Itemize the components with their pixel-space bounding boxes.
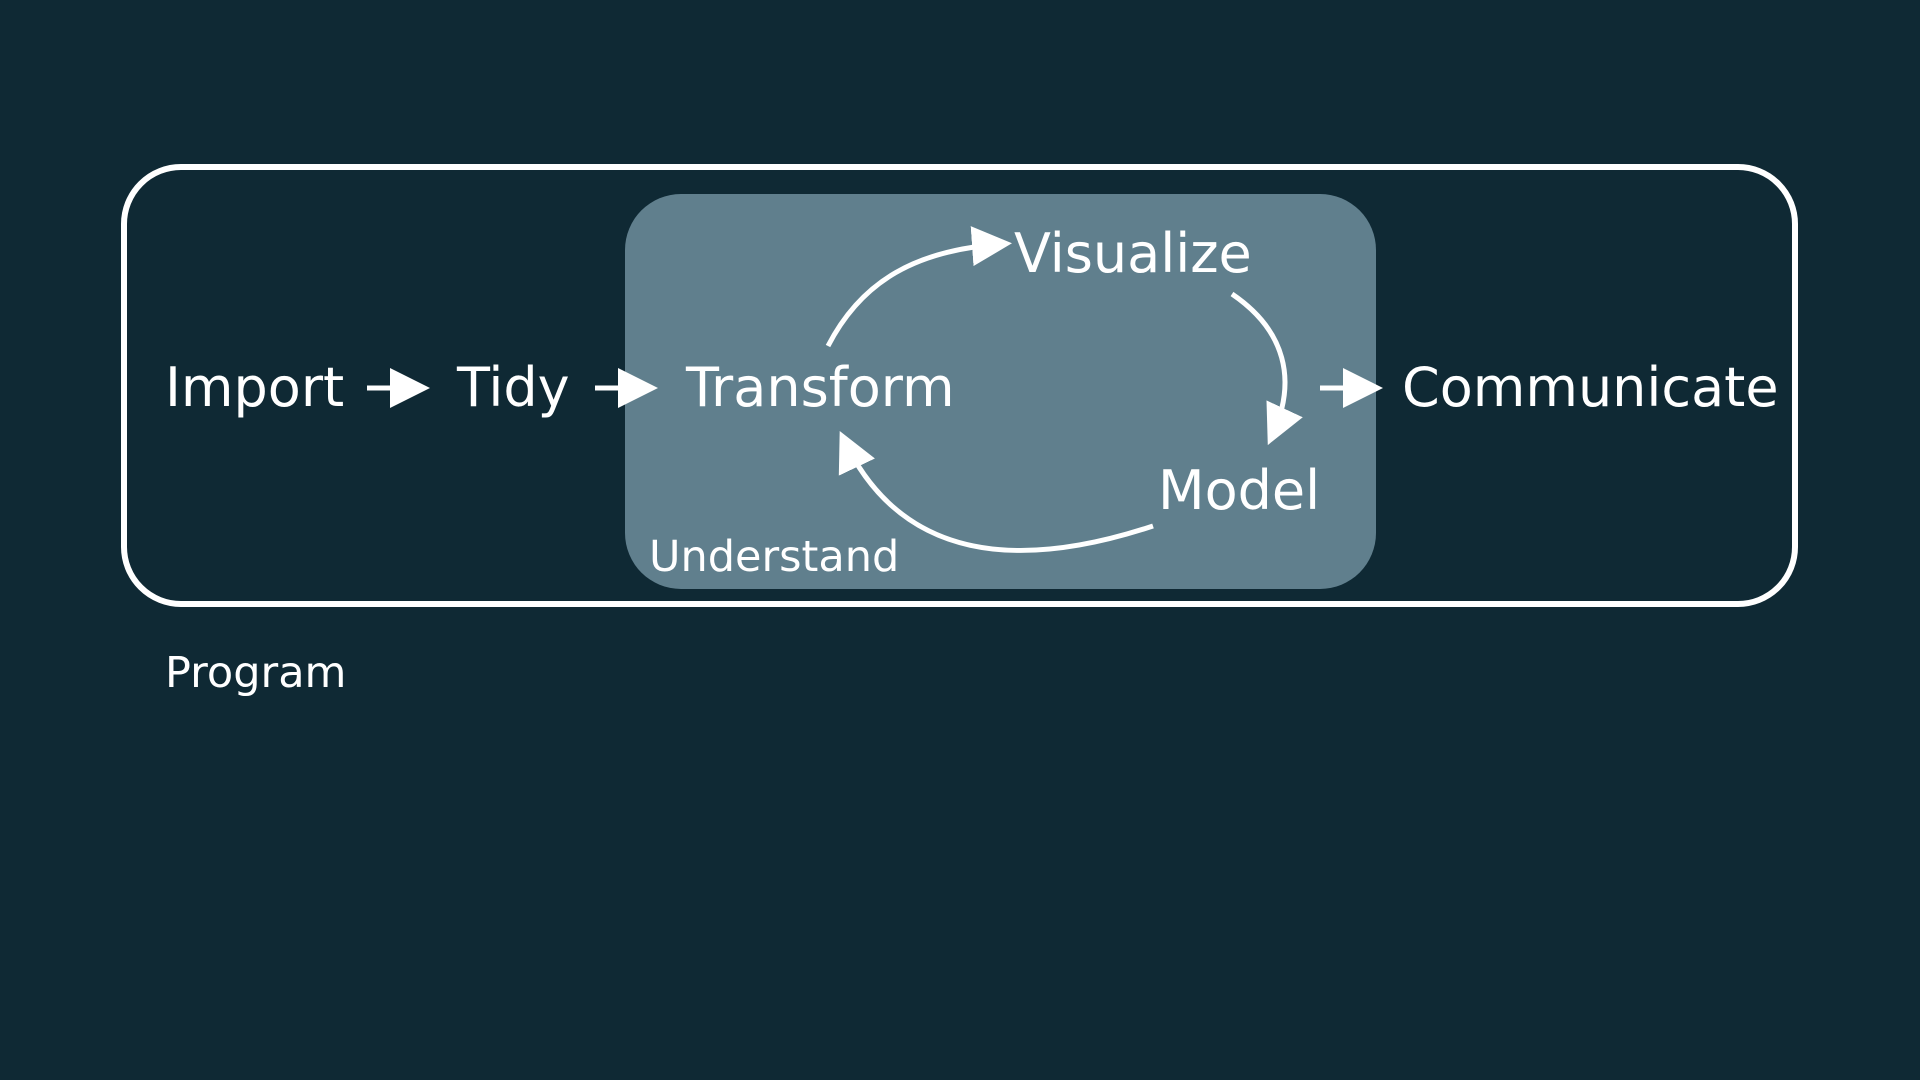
node-tidy: Tidy — [457, 356, 570, 419]
arrow-model-to-transform — [838, 430, 1154, 553]
node-model: Model — [1158, 459, 1321, 522]
node-import: Import — [165, 356, 345, 419]
node-visualize: Visualize — [1014, 222, 1252, 285]
node-communicate: Communicate — [1402, 356, 1779, 419]
program-group-box — [121, 164, 1798, 607]
group-label-program: Program — [165, 648, 347, 698]
arrow-transform-to-visualize — [825, 226, 1012, 348]
arrow-visualize-to-model — [1230, 291, 1303, 446]
node-transform: Transform — [686, 356, 955, 419]
group-label-understand: Understand — [649, 532, 900, 582]
